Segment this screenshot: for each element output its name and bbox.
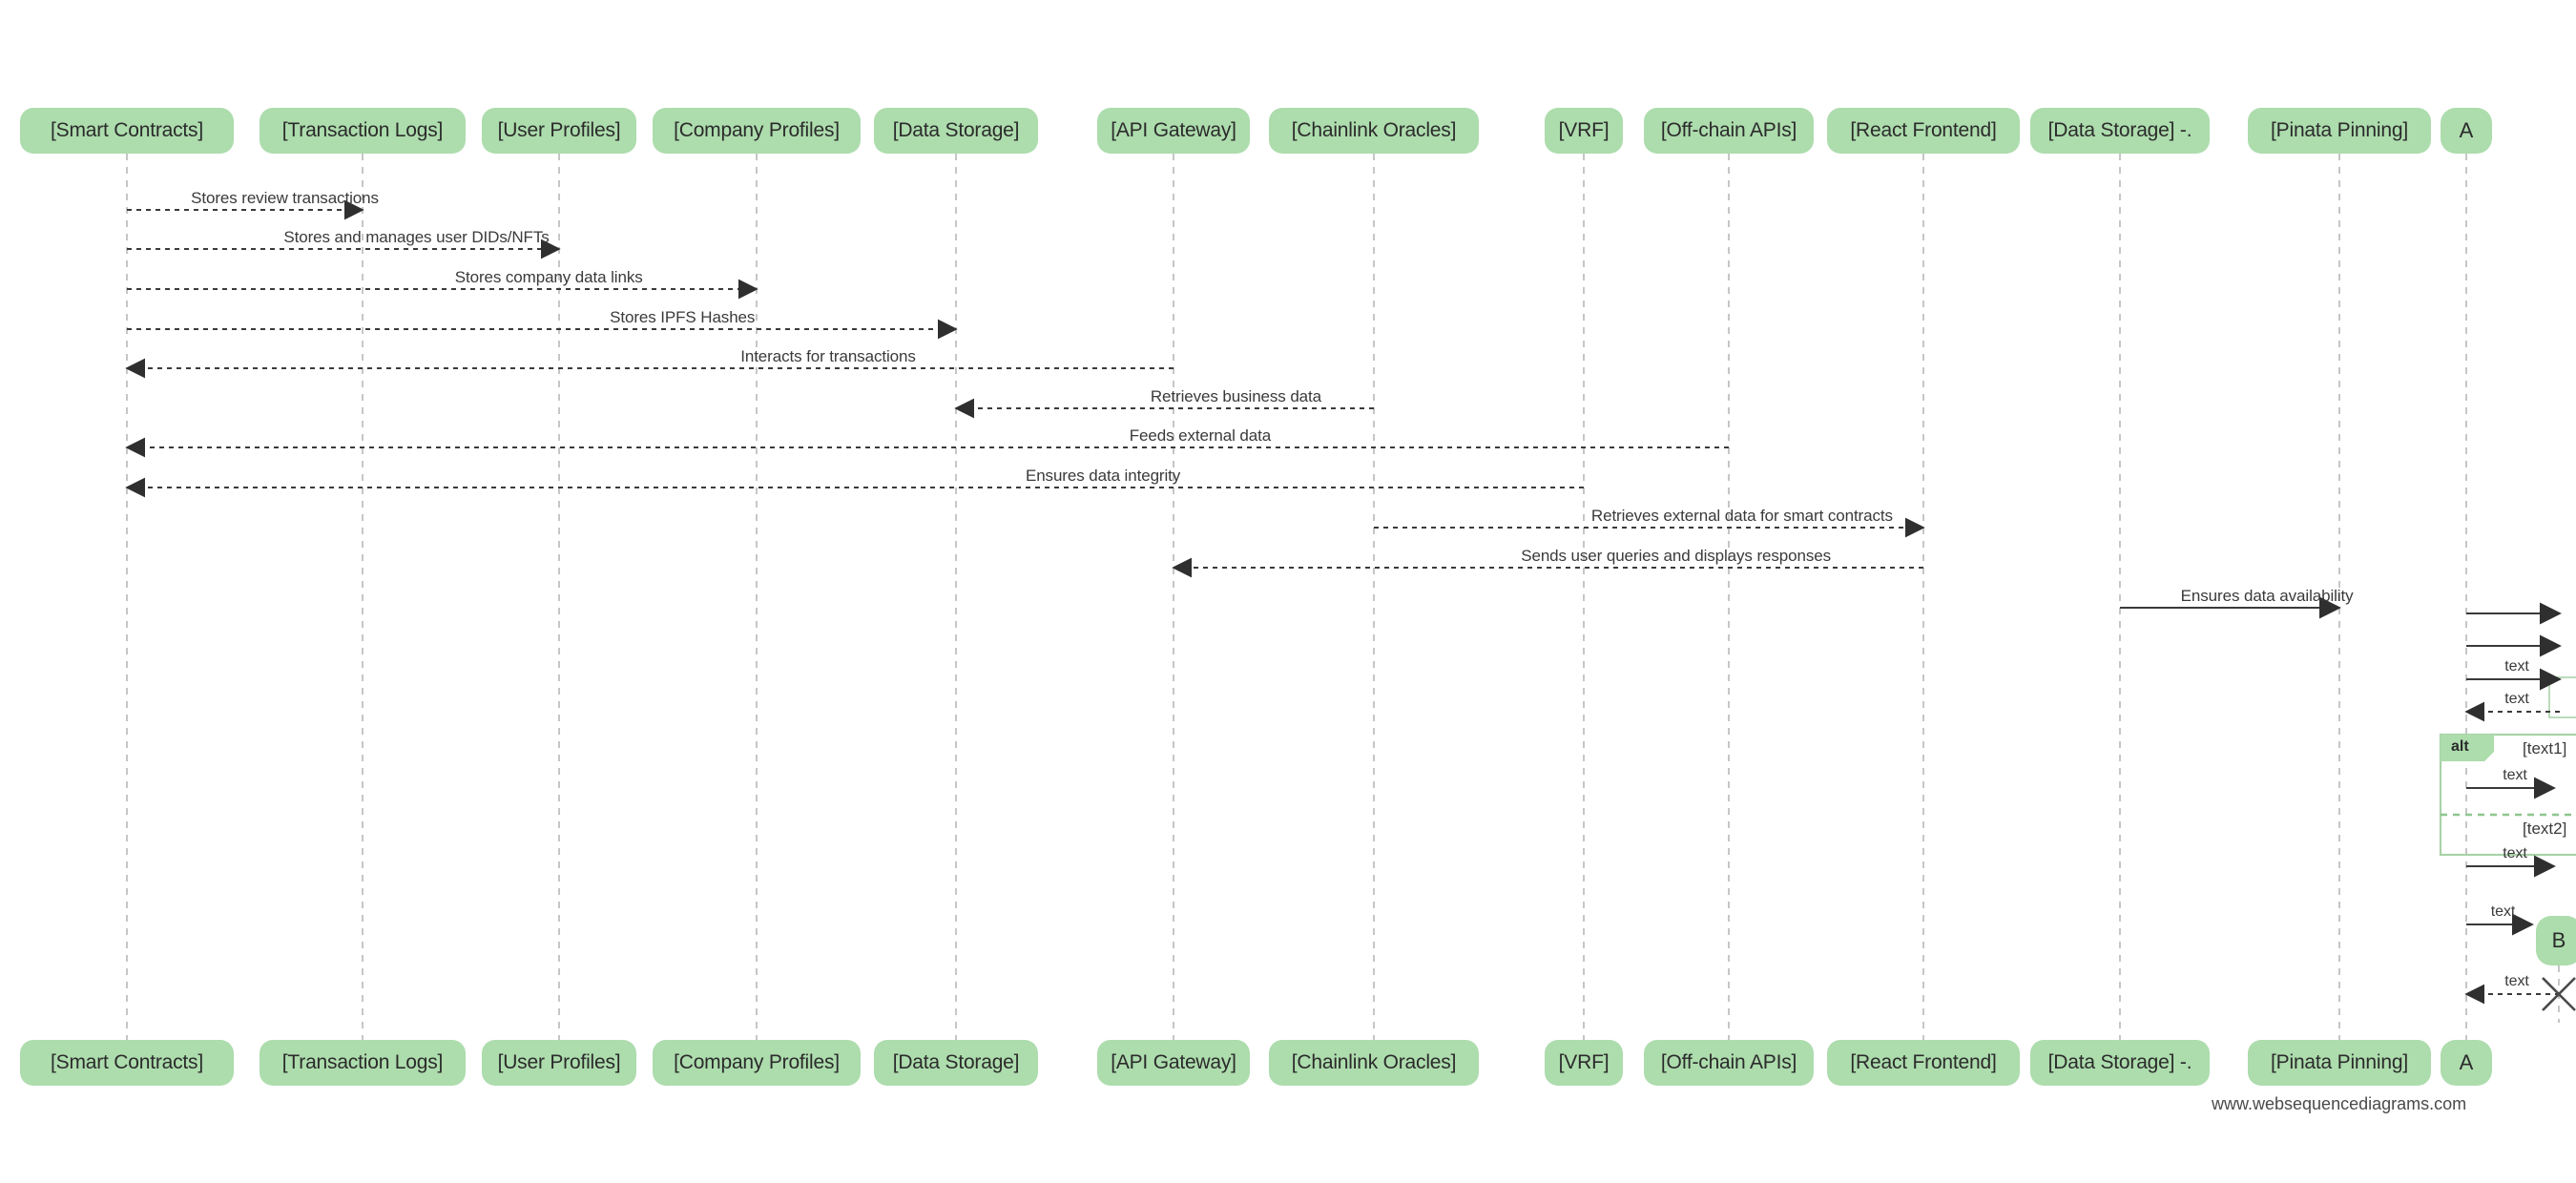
footer-credit: www.websequencediagrams.com [2212, 1094, 2467, 1113]
alt-branch1-condition: [text1] [2523, 739, 2567, 758]
participant-bottom-actor-a[interactable]: A [2441, 1040, 2492, 1086]
right-label-r3: text [2504, 658, 2529, 675]
message-label-to-actor-b: text [2490, 903, 2516, 920]
participant-top-data-storage[interactable]: [Data Storage] [874, 108, 1038, 154]
message-label-m3: Stores company data links [454, 268, 643, 286]
message-label-m1: Stores review transactions [191, 189, 379, 207]
message-label-m10: Sends user queries and displays response… [1521, 547, 1831, 565]
alt-branch1-label: text [2503, 767, 2527, 783]
participant-top-chainlink-oracles[interactable]: [Chainlink Oracles] [1269, 108, 1479, 154]
participant-bottom-pinata-pinning[interactable]: [Pinata Pinning] [2248, 1040, 2431, 1086]
participant-bottom-react-frontend[interactable]: [React Frontend] [1827, 1040, 2020, 1086]
participant-bottom-smart-contracts[interactable]: [Smart Contracts] [20, 1040, 234, 1086]
participant-top-smart-contracts[interactable]: [Smart Contracts] [20, 108, 234, 154]
participant-top-vrf[interactable]: [VRF] [1545, 108, 1623, 154]
participant-bottom-data-storage-2[interactable]: [Data Storage] -. [2030, 1040, 2210, 1086]
participant-bottom-api-gateway[interactable]: [API Gateway] [1097, 1040, 1250, 1086]
participant-top-transaction-logs[interactable]: [Transaction Logs] [260, 108, 466, 154]
message-label-m6: Retrieves business data [1150, 387, 1322, 405]
message-label-m8: Ensures data integrity [1025, 467, 1181, 485]
participant-bottom-user-profiles[interactable]: [User Profiles] [482, 1040, 636, 1086]
arrows-group [125, 199, 2576, 1011]
participant-top-actor-a[interactable]: A [2441, 108, 2492, 154]
participant-top-user-profiles[interactable]: [User Profiles] [482, 108, 636, 154]
participant-bottom-chainlink-oracles[interactable]: [Chainlink Oracles] [1269, 1040, 1479, 1086]
participant-bottom-data-storage[interactable]: [Data Storage] [874, 1040, 1038, 1086]
alt-fragment-tag-label: alt [2451, 738, 2469, 755]
participant-top-offchain-apis[interactable]: [Off-chain APIs] [1644, 108, 1814, 154]
activation-bar [2548, 676, 2576, 718]
participant-top-data-storage-2[interactable]: [Data Storage] -. [2030, 108, 2210, 154]
alt-branch2-label: text [2503, 845, 2527, 861]
destroy-x-icon [2542, 977, 2576, 1011]
participant-actor-b[interactable]: B [2536, 916, 2576, 965]
participant-bottom-vrf[interactable]: [VRF] [1545, 1040, 1623, 1086]
participant-top-pinata-pinning[interactable]: [Pinata Pinning] [2248, 108, 2431, 154]
message-label-m5: Interacts for transactions [740, 347, 916, 365]
participant-bottom-offchain-apis[interactable]: [Off-chain APIs] [1644, 1040, 1814, 1086]
participant-top-react-frontend[interactable]: [React Frontend] [1827, 108, 2020, 154]
alt-branch2-condition: [text2] [2523, 820, 2567, 838]
message-label-m2: Stores and manages user DIDs/NFTs [283, 228, 550, 246]
destroy-message-label: text [2504, 973, 2529, 989]
message-label-m11: Ensures data availability [2180, 587, 2354, 605]
participant-bottom-transaction-logs[interactable]: [Transaction Logs] [260, 1040, 466, 1086]
right-label-r4: text [2504, 691, 2529, 707]
participant-bottom-company-profiles[interactable]: [Company Profiles] [653, 1040, 861, 1086]
message-label-m9: Retrieves external data for smart contra… [1590, 507, 1893, 525]
participant-top-api-gateway[interactable]: [API Gateway] [1097, 108, 1250, 154]
message-label-m7: Feeds external data [1129, 426, 1272, 445]
participant-top-company-profiles[interactable]: [Company Profiles] [653, 108, 861, 154]
message-label-m4: Stores IPFS Hashes [610, 308, 756, 326]
